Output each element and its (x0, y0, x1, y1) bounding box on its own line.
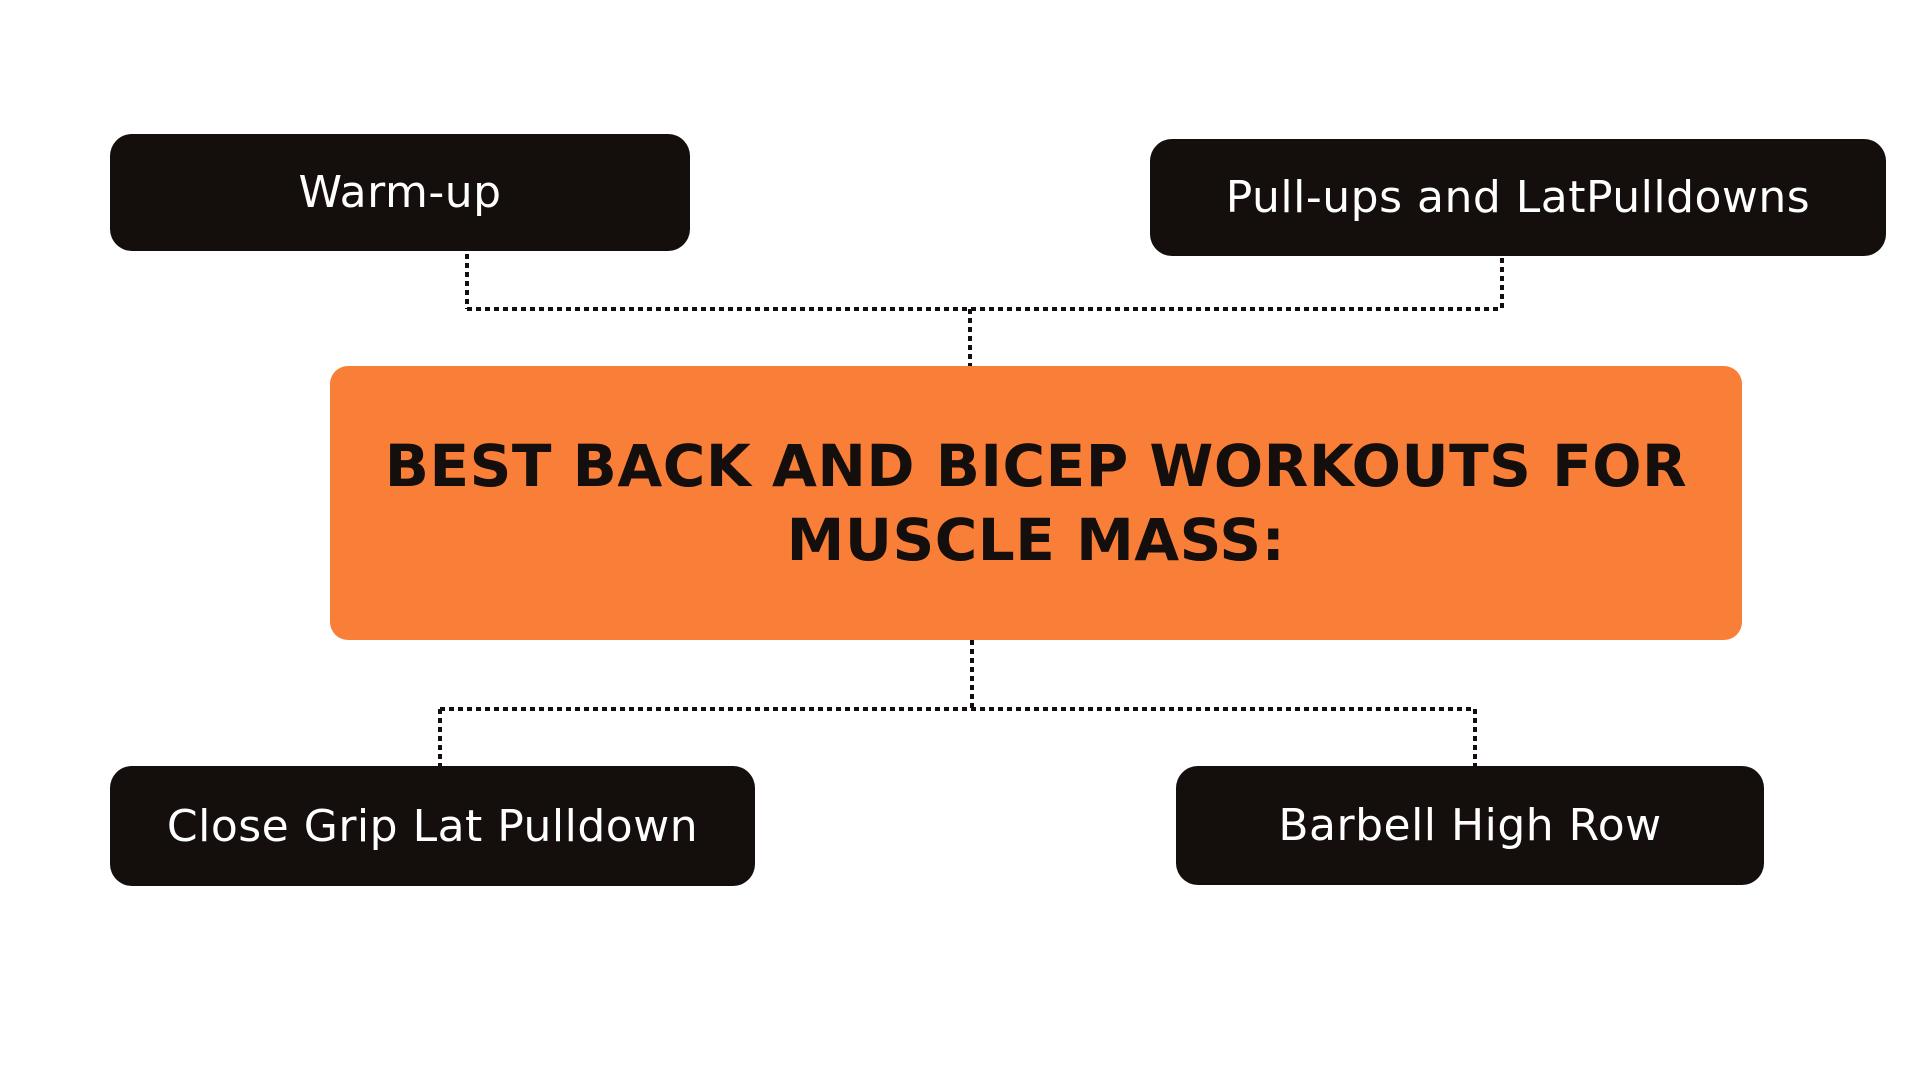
central-title-box: BEST BACK AND BICEP WORKOUTS FOR MUSCLE … (330, 366, 1742, 640)
node-warmup-label: Warm-up (298, 167, 502, 218)
node-closegrip-label: Close Grip Lat Pulldown (166, 800, 699, 852)
node-barbell-label: Barbell High Row (1278, 800, 1662, 851)
node-warmup: Warm-up (110, 134, 690, 251)
node-pullups-label: Pull-ups and LatPulldowns (1225, 172, 1811, 223)
central-title-line-1: BEST BACK AND BICEP WORKOUTS FOR (384, 431, 1688, 500)
node-barbell-high-row: Barbell High Row (1176, 766, 1764, 885)
node-pullups-latpulldowns: Pull-ups and LatPulldowns (1150, 139, 1886, 256)
node-close-grip-lat-pulldown: Close Grip Lat Pulldown (110, 766, 755, 886)
central-title: BEST BACK AND BICEP WORKOUTS FOR MUSCLE … (385, 429, 1687, 577)
central-title-line-2: MUSCLE MASS: (786, 506, 1286, 574)
